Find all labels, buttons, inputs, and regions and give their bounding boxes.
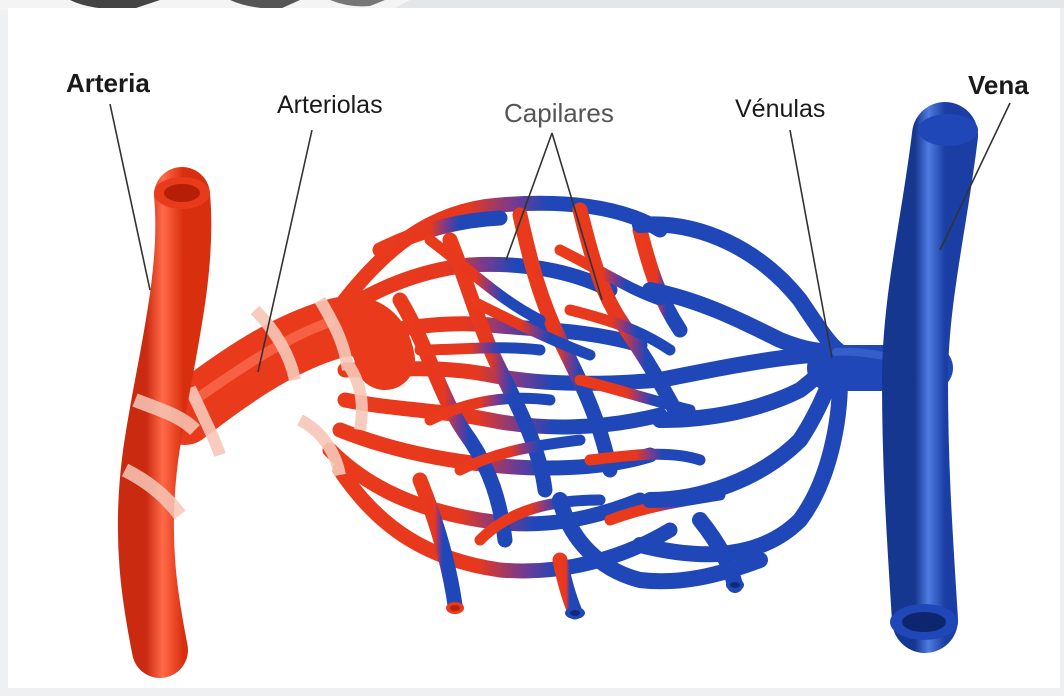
vein-vessel [890,114,978,640]
label-capilares: Capilares [504,100,614,126]
label-arteria: Arteria [66,70,150,96]
label-vena: Vena [968,72,1029,98]
leader-line-arteria [110,104,150,290]
label-venulas: Vénulas [735,97,825,122]
arteriole-vessel [185,300,385,475]
label-arteriolas: Arteriolas [277,93,383,118]
